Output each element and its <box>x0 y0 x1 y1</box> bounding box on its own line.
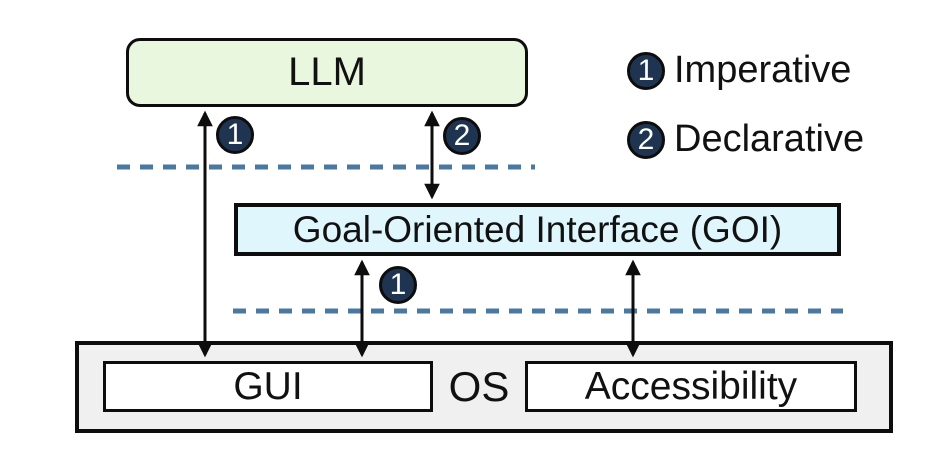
accessibility-box: Accessibility <box>525 361 857 412</box>
os-label: OS <box>448 363 510 410</box>
legend-badge-1: 1 <box>627 51 665 90</box>
legend-symbol: 2 <box>637 122 655 156</box>
gui-label: GUI <box>233 364 303 408</box>
badge-number: 2 <box>453 119 471 152</box>
badge-number: 1 <box>226 118 244 151</box>
legend-symbol: 1 <box>637 53 655 87</box>
badge-declarative-llm-goi: 2 <box>443 117 481 155</box>
accessibility-label: Accessibility <box>584 364 798 408</box>
badge-imperative-llm-gui: 1 <box>216 116 254 154</box>
llm-box: LLM <box>126 38 528 107</box>
llm-label: LLM <box>288 50 366 94</box>
legend-item-declarative: 2 Declarative <box>627 118 864 161</box>
legend-label-declarative: Declarative <box>674 118 865 160</box>
badge-imperative-goi-gui: 1 <box>379 266 417 304</box>
goi-box: Goal-Oriented Interface (GOI) <box>234 203 841 256</box>
badge-number: 1 <box>389 268 407 301</box>
legend-label-imperative: Imperative <box>674 49 852 91</box>
legend-badge-2: 2 <box>627 120 665 159</box>
goi-label: Goal-Oriented Interface (GOI) <box>292 208 783 250</box>
gui-box: GUI <box>103 361 433 412</box>
legend-item-imperative: 1 Imperative <box>627 49 851 92</box>
